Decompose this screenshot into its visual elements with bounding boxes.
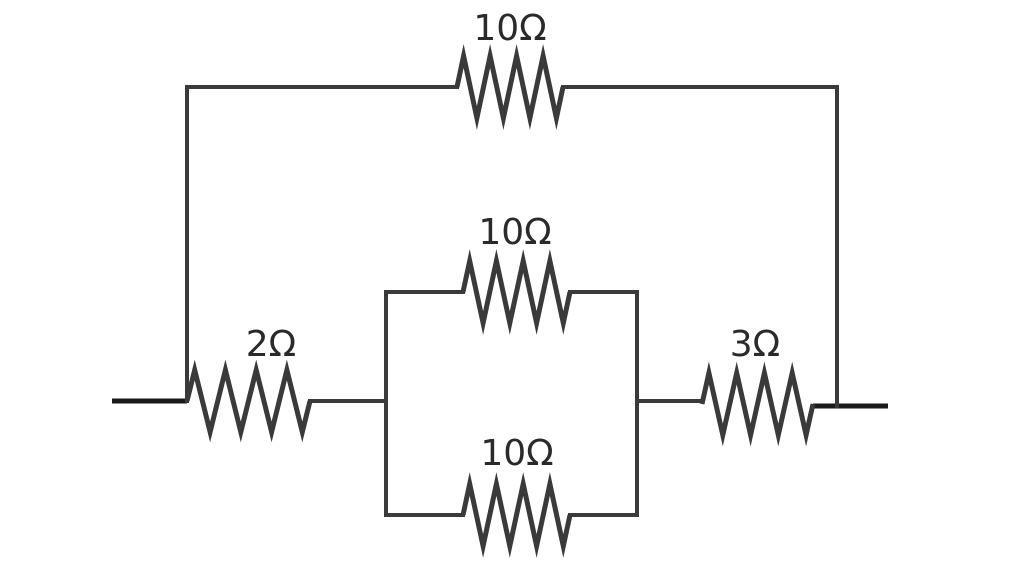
wire-top-loop-right	[561, 85, 839, 408]
resistor-parallel-upper	[460, 249, 573, 335]
wire-parallel-right-rail	[568, 290, 639, 517]
wire-top-loop-left	[185, 85, 459, 403]
label-resistor-parallel-lower: 10Ω	[480, 433, 553, 474]
label-resistor-top: 10Ω	[473, 8, 546, 49]
resistor-left-series	[184, 359, 313, 443]
label-resistor-parallel-upper: 10Ω	[478, 212, 551, 253]
wire-parallel-left-rail	[384, 290, 465, 517]
resistor-right-series	[699, 361, 816, 447]
label-resistor-right-series: 3Ω	[730, 324, 780, 365]
resistor-parallel-lower	[460, 472, 573, 558]
label-resistor-left-series: 2Ω	[246, 324, 296, 365]
resistor-top	[454, 44, 566, 130]
